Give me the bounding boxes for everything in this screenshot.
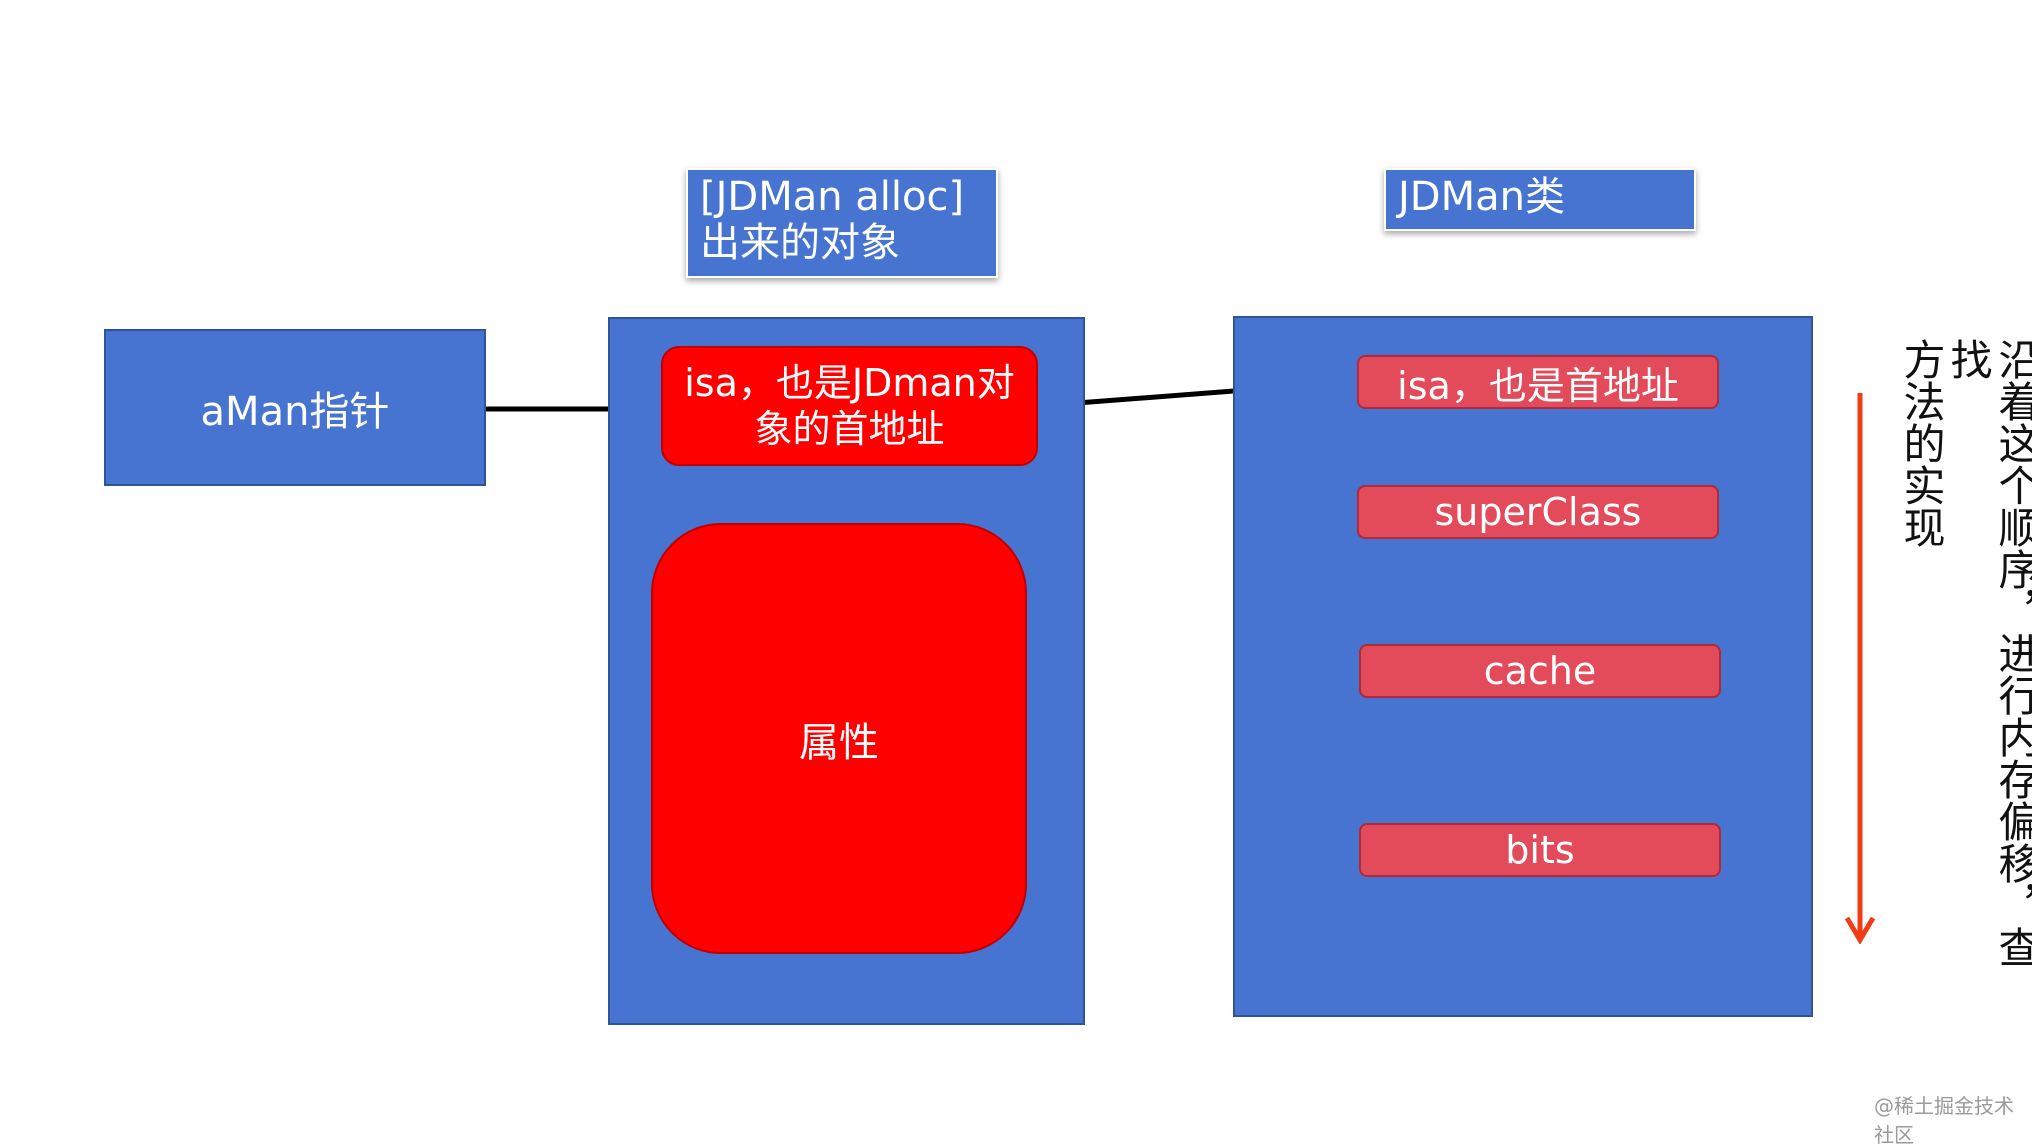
class-field-bits-label: bits bbox=[1505, 828, 1575, 872]
class-title-label: JDMan类 bbox=[1384, 168, 1696, 231]
class-title-text: JDMan类 bbox=[1398, 174, 1565, 220]
class-field-superclass: superClass bbox=[1357, 485, 1719, 539]
class-field-superclass-label: superClass bbox=[1434, 490, 1642, 534]
class-field-isa: isa，也是首地址 bbox=[1357, 355, 1719, 409]
object-title-line2: 出来的对象 bbox=[700, 220, 900, 266]
class-field-cache: cache bbox=[1359, 644, 1721, 698]
class-field-cache-label: cache bbox=[1483, 649, 1597, 693]
object-properties-box: 属性 bbox=[651, 523, 1027, 954]
object-properties-label: 属性 bbox=[799, 719, 879, 766]
watermark: @稀土掘金技术社区 bbox=[1874, 1094, 2014, 1147]
side-note-column-2: 方法的实现 bbox=[1897, 338, 1946, 548]
object-isa-line2: 象的首地址 bbox=[754, 407, 945, 451]
class-field-bits: bits bbox=[1359, 823, 1721, 877]
object-isa-box: isa，也是JDman对 象的首地址 bbox=[661, 346, 1038, 466]
object-title-line1: [JDMan alloc] bbox=[700, 174, 965, 220]
pointer-box-label: aMan指针 bbox=[200, 388, 390, 435]
object-isa-line1: isa，也是JDman对 bbox=[684, 361, 1015, 405]
object-title-label: [JDMan alloc] 出来的对象 bbox=[686, 168, 998, 278]
class-field-isa-label: isa，也是首地址 bbox=[1397, 363, 1679, 408]
side-note-column-1: 沿着这个顺序，进行内存偏移，查找 bbox=[1944, 338, 2032, 968]
pointer-box: aMan指针 bbox=[104, 329, 486, 486]
